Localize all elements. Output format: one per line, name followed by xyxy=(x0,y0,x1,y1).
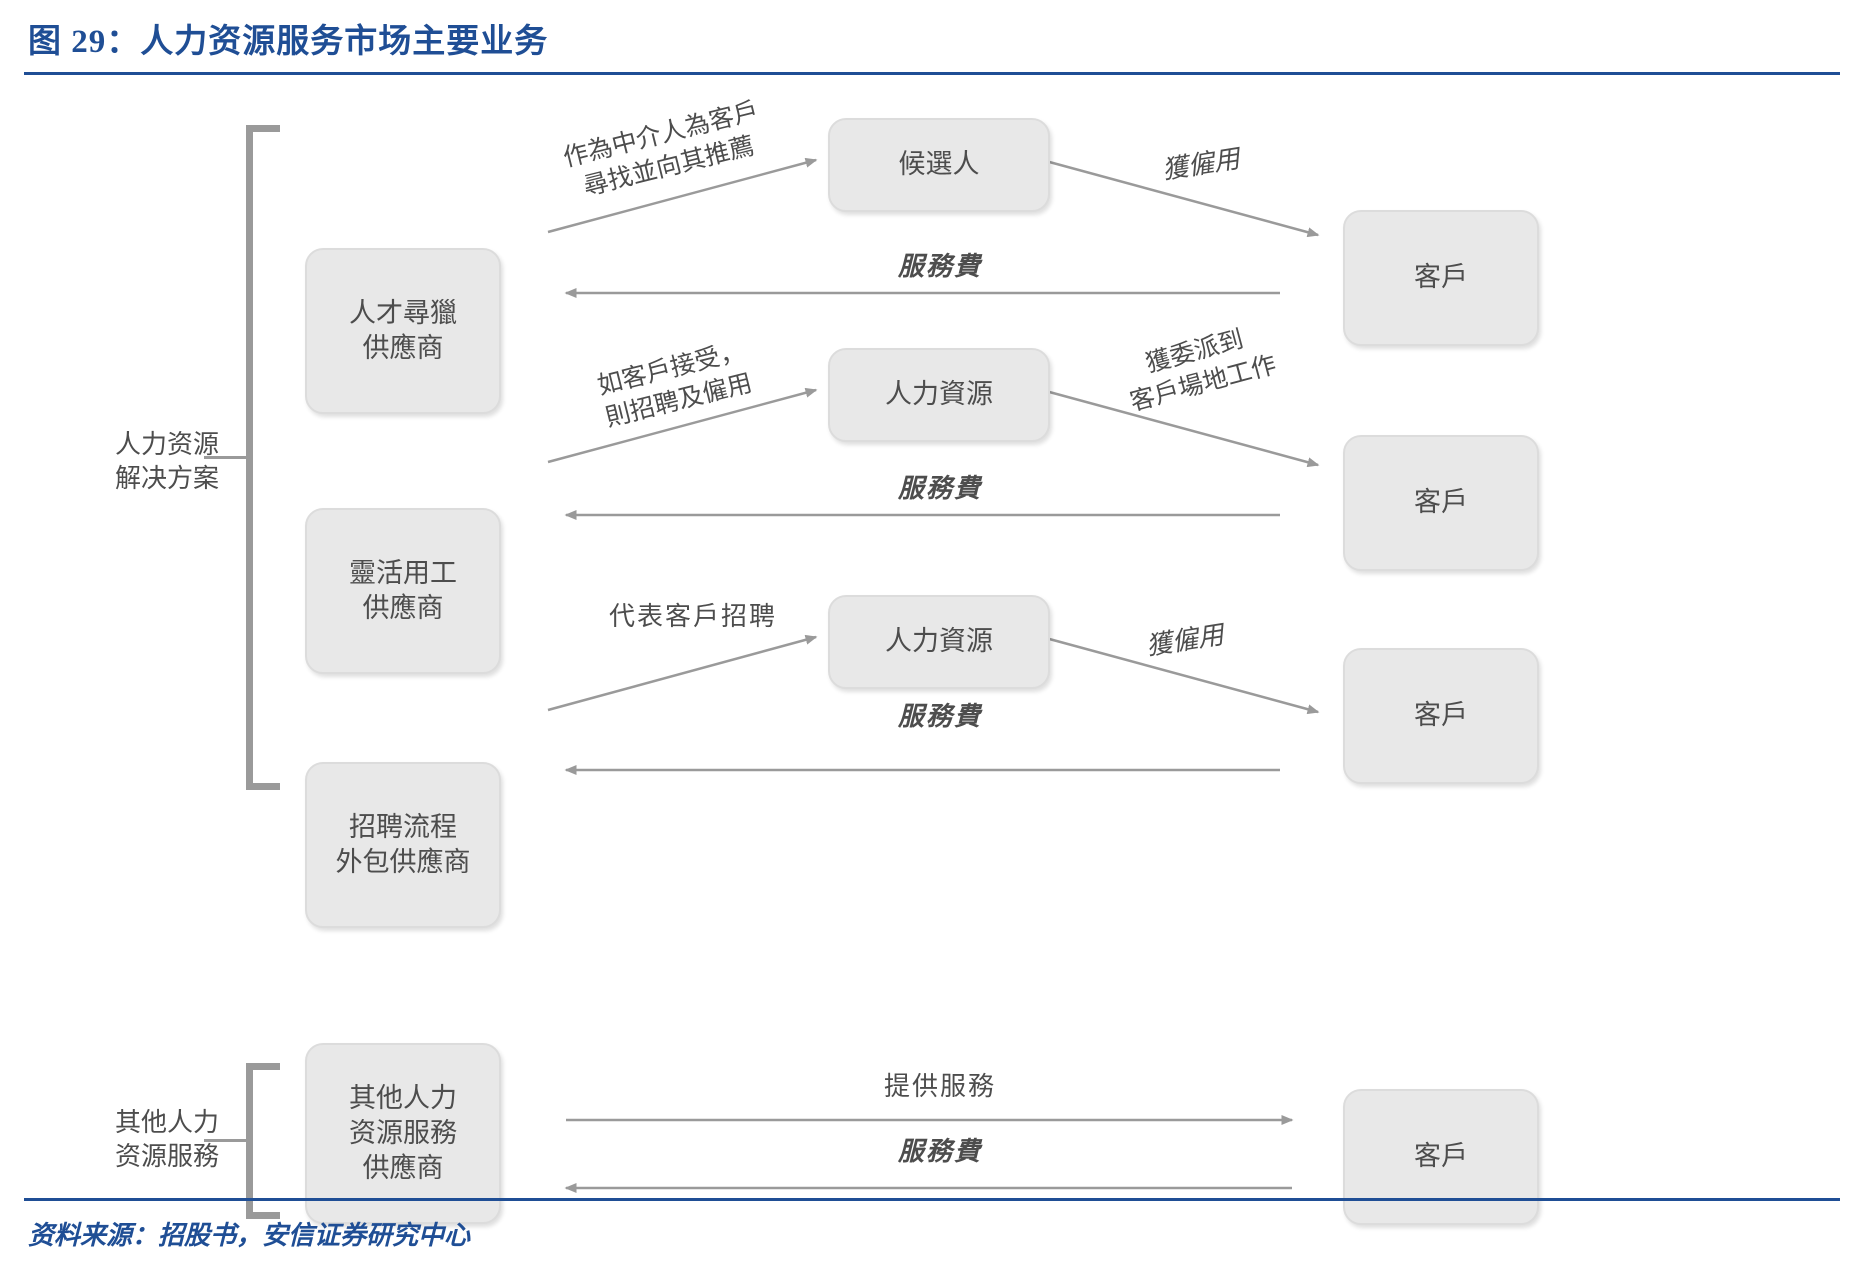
bracket-top-arm xyxy=(246,125,280,132)
group-bracket-other-hr xyxy=(204,1063,280,1219)
bracket-stem xyxy=(204,455,246,459)
edge-label-row3-to-hr: 代表客戶招聘 xyxy=(608,602,777,631)
page-title: 图 29：人力资源服务市场主要业务 xyxy=(28,24,549,60)
edge-label-row1-fee: 服務費 xyxy=(897,252,982,281)
edge-label-row3-fee: 服務費 xyxy=(897,702,982,731)
bottom-divider xyxy=(24,1198,1840,1201)
wire-row1-provider-to-candidate xyxy=(547,157,818,234)
group-label-hr-solutions: 人力资源 解决方案 xyxy=(114,430,219,493)
node-provider-rpo[interactable]: 招聘流程 外包供應商 xyxy=(305,762,501,928)
group-label-other-hr: 其他人力 资源服務 xyxy=(114,1108,219,1171)
node-provider-talent-search[interactable]: 人才尋獵 供應商 xyxy=(305,248,501,414)
node-hr-row3[interactable]: 人力資源 xyxy=(828,595,1050,689)
bracket-stem xyxy=(204,1139,246,1142)
bracket-bottom-arm xyxy=(246,783,280,790)
bracket-bottom-arm xyxy=(246,1212,280,1219)
source-note: 资料来源：招股书，安信证券研究中心 xyxy=(28,1221,471,1250)
wire-row3-hr-to-client xyxy=(1041,635,1320,715)
node-client-row1[interactable]: 客戶 xyxy=(1343,210,1539,346)
node-client-row4[interactable]: 客戶 xyxy=(1343,1089,1539,1225)
node-client-row2[interactable]: 客戶 xyxy=(1343,435,1539,571)
wire-row3-provider-to-hr xyxy=(547,634,818,712)
bracket-spine xyxy=(246,125,253,790)
node-provider-flexible-staffing[interactable]: 靈活用工 供應商 xyxy=(305,508,501,674)
node-candidate[interactable]: 候選人 xyxy=(828,118,1050,212)
wire-row1-candidate-to-client xyxy=(1041,158,1320,238)
top-divider xyxy=(24,72,1840,75)
node-provider-other-hr[interactable]: 其他人力 资源服務 供應商 xyxy=(305,1043,501,1224)
group-bracket-hr-solutions xyxy=(204,125,280,790)
node-client-row3[interactable]: 客戶 xyxy=(1343,648,1539,784)
node-hr-row2[interactable]: 人力資源 xyxy=(828,348,1050,442)
edge-label-row4-service: 提供服務 xyxy=(883,1072,996,1101)
edge-label-row4-fee: 服務費 xyxy=(897,1137,982,1166)
edge-label-row2-fee: 服務費 xyxy=(897,474,982,503)
wire-row2-provider-to-hr xyxy=(547,387,818,464)
bracket-top-arm xyxy=(246,1063,280,1070)
wire-row2-hr-to-client xyxy=(1041,388,1320,468)
bracket-spine xyxy=(246,1063,253,1219)
